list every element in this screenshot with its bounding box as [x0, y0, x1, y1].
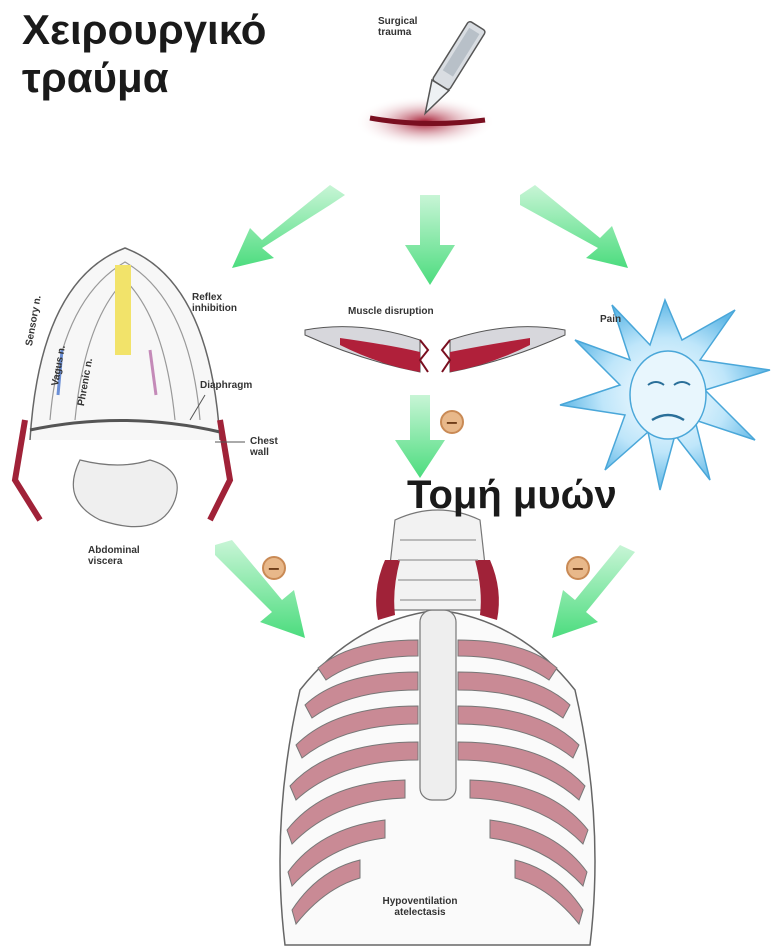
label-surgical-trauma: Surgical trauma [378, 16, 438, 38]
label-pain: Pain [600, 314, 621, 325]
main-title: Χειρουργικό τραύμα [22, 6, 266, 103]
label-hypoventilation: Hypoventilation atelectasis [360, 896, 480, 918]
main-title-line2: τραύμα [22, 54, 266, 102]
label-muscle-disruption: Muscle disruption [348, 306, 434, 317]
label-abdominal-viscera: Abdominal viscera [88, 545, 148, 567]
inhibition-badge-muscle: − [440, 410, 464, 434]
inhibition-badge-pain: − [566, 556, 590, 580]
label-reflex-inhibition: Reflex inhibition [192, 292, 262, 314]
muscle-cut-title: Τομή μυών [407, 472, 617, 518]
inhibition-badge-reflex: − [262, 556, 286, 580]
label-diaphragm: Diaphragm [200, 380, 252, 391]
label-chest-wall: Chest wall [250, 436, 290, 458]
main-title-line1: Χειρουργικό [22, 6, 266, 54]
